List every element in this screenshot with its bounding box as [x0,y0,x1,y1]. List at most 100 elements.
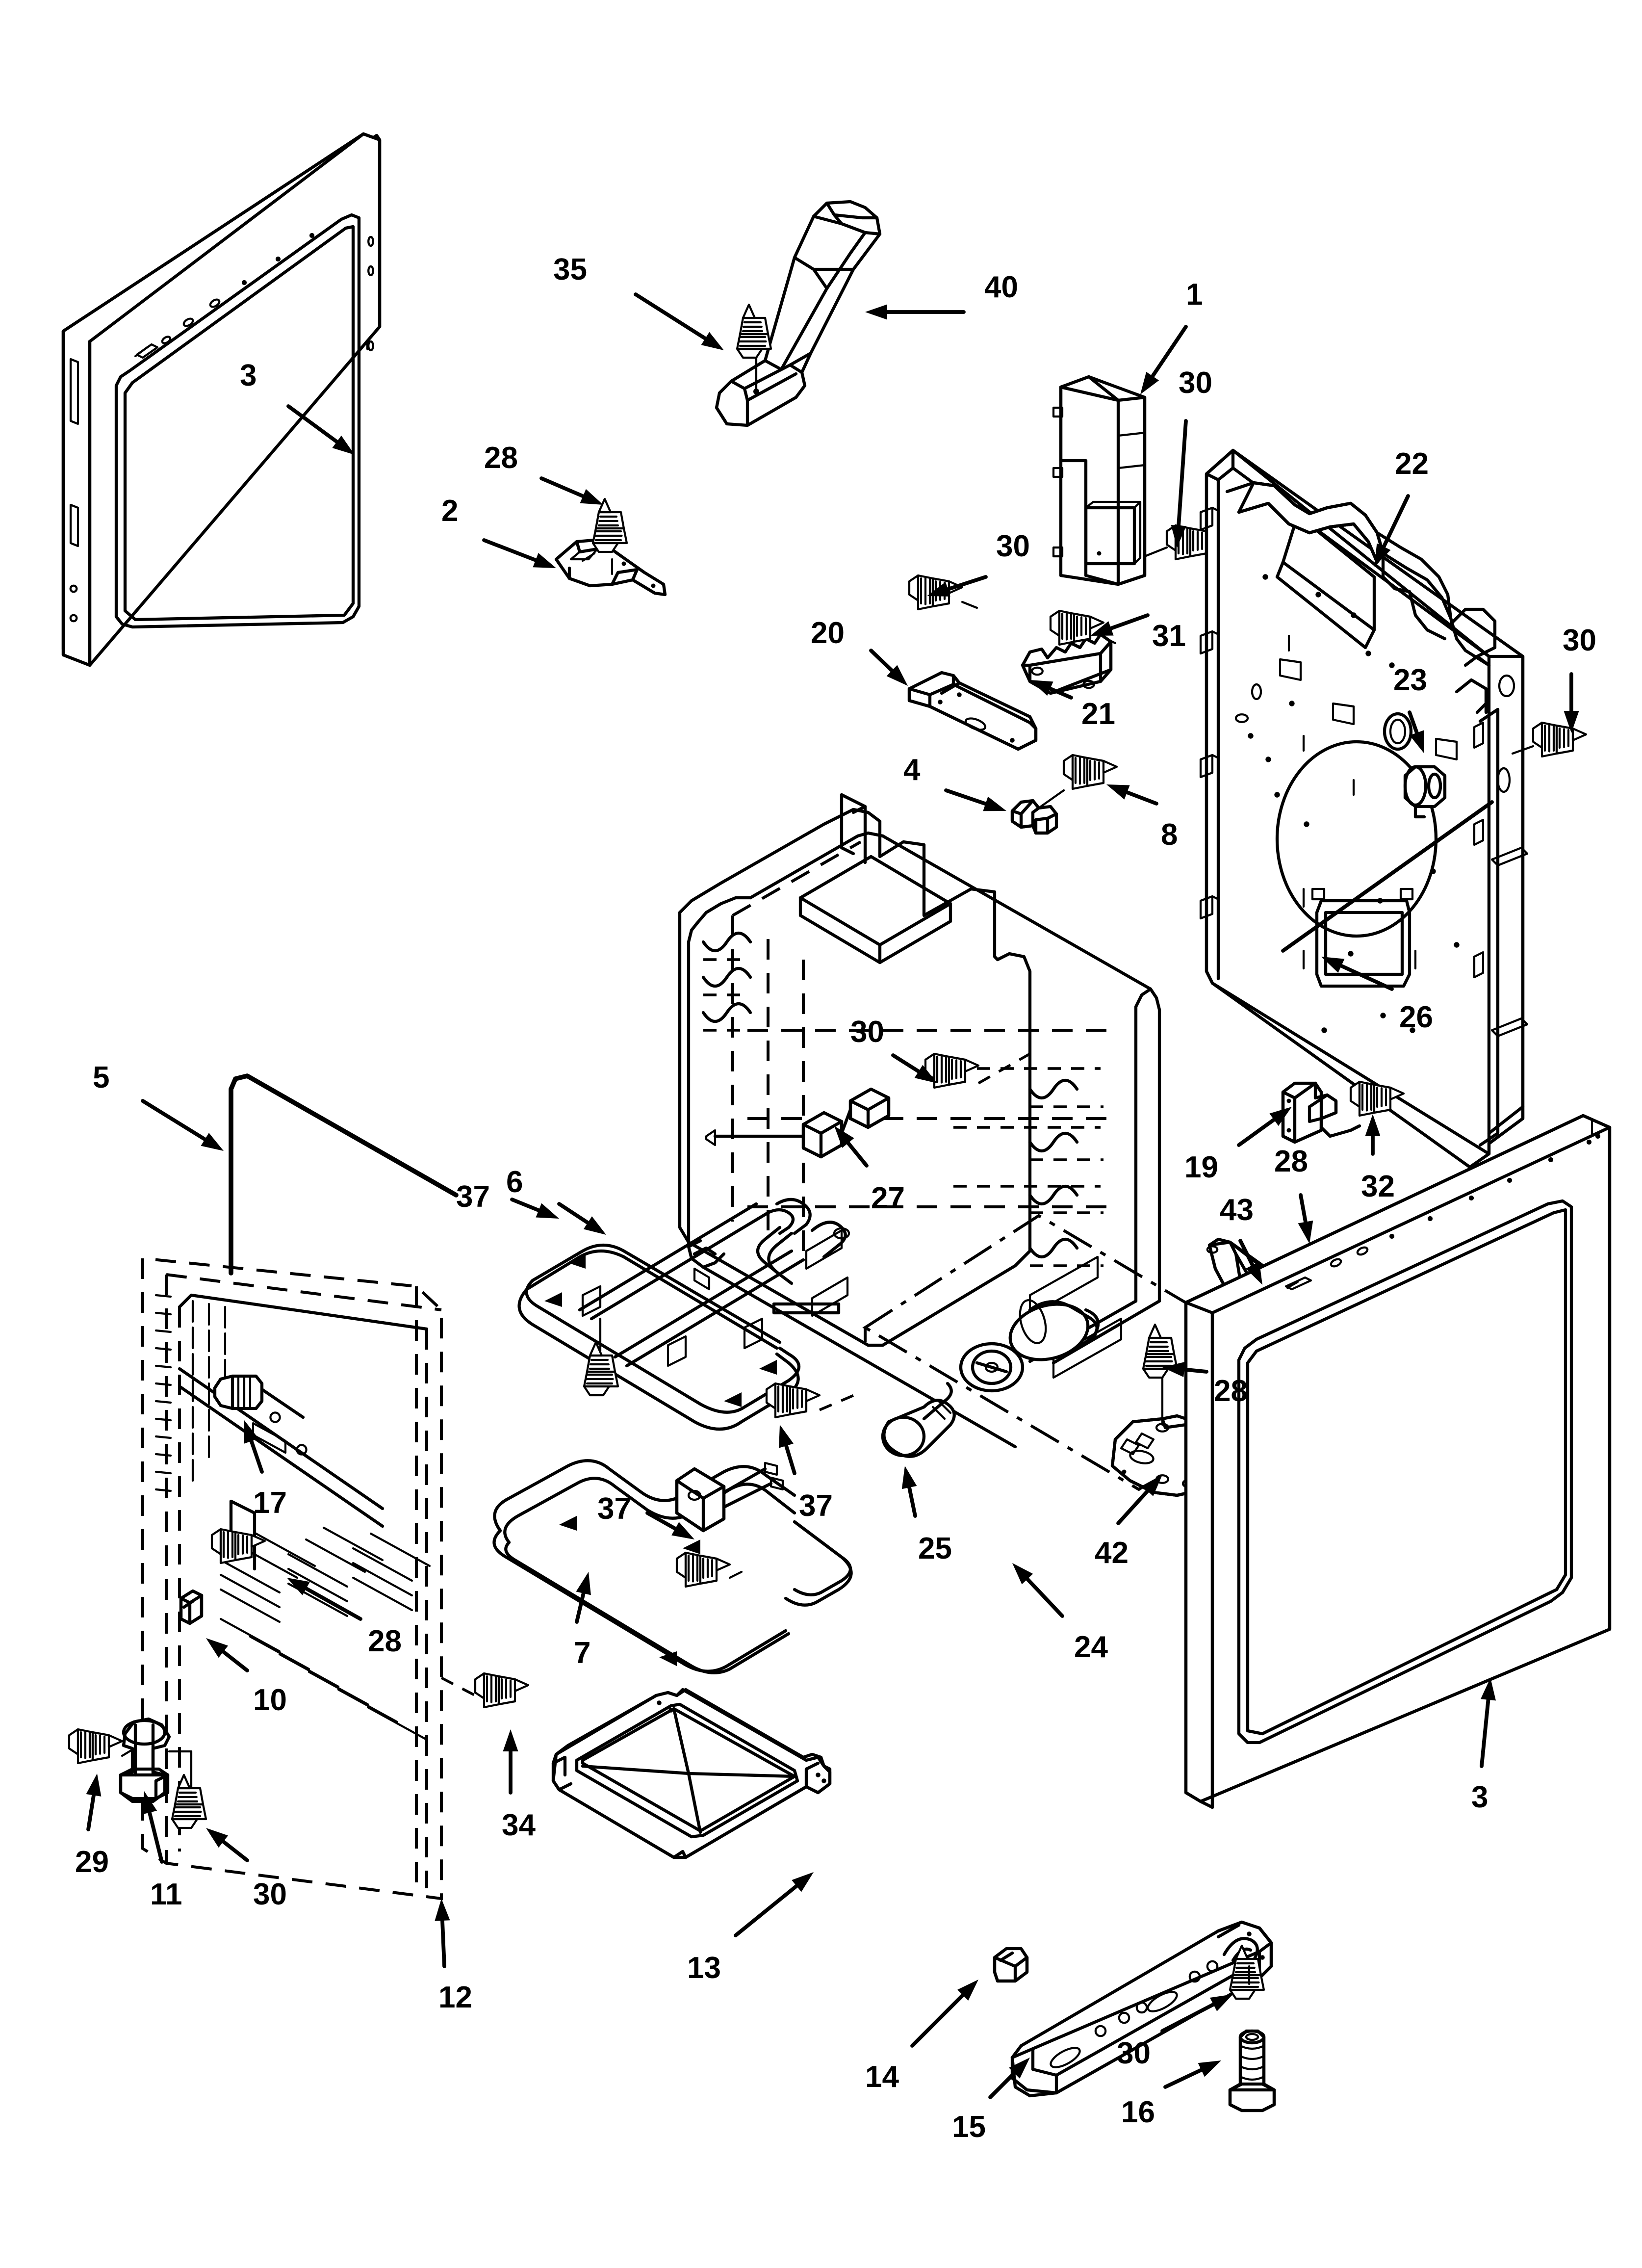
leader-line-19 [1237,1118,1276,1147]
leader-arrowhead-37 [779,1425,794,1448]
leader-arrowhead-19 [1269,1107,1292,1126]
part-24-oven-cavity [678,793,1315,1491]
part-20-support-rail [907,671,1038,751]
part-21-terminal-block [1021,632,1113,695]
part-callout-28: 28 [1214,1374,1248,1408]
part-31-screw [1051,611,1117,645]
part-callout-30: 30 [253,1877,287,1911]
callout-leaders [86,292,1579,2099]
leader-arrowhead-30 [1209,1994,1233,2011]
part-11-leveling-leg [119,1717,193,1809]
leader-line-37 [784,1444,796,1475]
part-26-back-panel-body [1199,448,1529,1169]
part-callout-30: 30 [1563,624,1596,657]
part-callout-37: 37 [456,1180,490,1214]
leader-line-4 [944,788,988,806]
part-callout-31: 31 [1152,619,1186,653]
leader-arrowhead-3 [1480,1678,1496,1701]
leader-arrowhead-31 [1090,621,1114,636]
part-callout-14: 14 [865,2060,899,2094]
part-7-broil-element [492,1459,853,1674]
part-2-bracket [554,538,667,597]
leader-arrowhead-30 [914,1065,937,1083]
leader-line-2 [482,538,538,562]
leader-arrowhead-42 [1142,1475,1162,1496]
part-callout-21: 21 [1081,697,1115,731]
part-30-screw-d [925,1052,1031,1088]
part-callout-8: 8 [1161,818,1178,852]
part-14-retainer-clip [993,1947,1029,1983]
leader-arrowhead-2 [533,553,556,568]
part-callout-29: 29 [75,1845,109,1879]
part-callout-28: 28 [368,1624,402,1658]
leader-line-16 [1163,2068,1204,2089]
part-3-right-door-frame [1184,1114,1612,1809]
leader-line-29 [86,1793,96,1831]
leader-arrowhead-43 [1245,1261,1262,1285]
part-callout-15: 15 [952,2110,986,2144]
part-callout-13: 13 [687,1951,721,1985]
part-30-screw-c [1511,723,1586,756]
leader-line-30 [221,1839,249,1862]
leader-arrowhead-12 [435,1899,450,1921]
part-callout-5: 5 [93,1061,110,1095]
part-16-leveling-stud [1228,2029,1276,2112]
leader-arrowhead-28 [1162,1361,1185,1378]
leader-line-11 [148,1810,164,1864]
leader-arrowhead-29 [86,1773,102,1797]
part-callout-11: 11 [150,1877,182,1911]
part-callout-28: 28 [484,441,518,475]
leader-arrowhead-5 [201,1133,224,1151]
leader-arrowhead-17 [244,1420,259,1444]
part-callout-3: 3 [240,359,257,392]
leader-line-20 [869,649,894,673]
part-callout-26: 26 [1399,1000,1433,1034]
leader-line-37 [645,1511,677,1531]
leader-arrowhead-27 [834,1126,854,1148]
part-6-bake-element [517,1198,850,1431]
part-callout-24: 24 [1074,1630,1108,1664]
leader-line-31 [1109,613,1150,630]
part-30-screw-b [909,575,978,609]
leader-line-24 [1025,1577,1064,1618]
part-callout-2: 2 [441,494,459,528]
part-callout-1: 1 [1186,278,1203,312]
part-27-sensor-bracket [705,1087,891,1159]
leader-arrowhead-26 [1321,957,1345,973]
part-callout-16: 16 [1121,2095,1155,2129]
part-callout-40: 40 [984,270,1018,304]
leader-line-27 [846,1141,869,1168]
part-callout-34: 34 [502,1808,536,1842]
part-callout-6: 6 [506,1165,523,1199]
leader-arrowhead-30 [206,1828,229,1848]
leader-line-30 [946,575,988,591]
part-37-screw-c [677,1553,743,1587]
leader-line-30 [1177,419,1188,528]
leader-arrowhead-23 [1410,730,1424,754]
part-callout-43: 43 [1220,1193,1254,1227]
leader-line-8 [1125,790,1158,806]
leader-line-14 [910,1993,965,2048]
part-callout-30: 30 [1179,366,1212,400]
part-callout-10: 10 [253,1683,287,1717]
leader-arrowhead-28 [580,489,603,505]
part-5-trim-wire [229,1073,459,1276]
part-callout-35: 35 [553,253,587,287]
leader-arrowhead-20 [886,665,908,686]
part-30-screw-a [1143,525,1220,559]
part-callout-20: 20 [811,616,845,650]
leader-line-13 [734,1884,798,1937]
leader-arrowhead-24 [1012,1563,1033,1585]
part-callout-42: 42 [1095,1536,1129,1570]
part-37-screw-b [767,1383,862,1417]
part-callout-32: 32 [1361,1170,1395,1203]
leader-line-15 [988,2071,1017,2099]
leader-arrowhead-13 [792,1872,814,1892]
leader-arrowhead-35 [701,332,724,350]
part-callout-7: 7 [574,1636,591,1670]
leader-line-30 [891,1053,921,1073]
part-callout-30: 30 [850,1015,884,1049]
leader-line-43 [1238,1239,1255,1267]
leader-line-5 [141,1099,207,1142]
